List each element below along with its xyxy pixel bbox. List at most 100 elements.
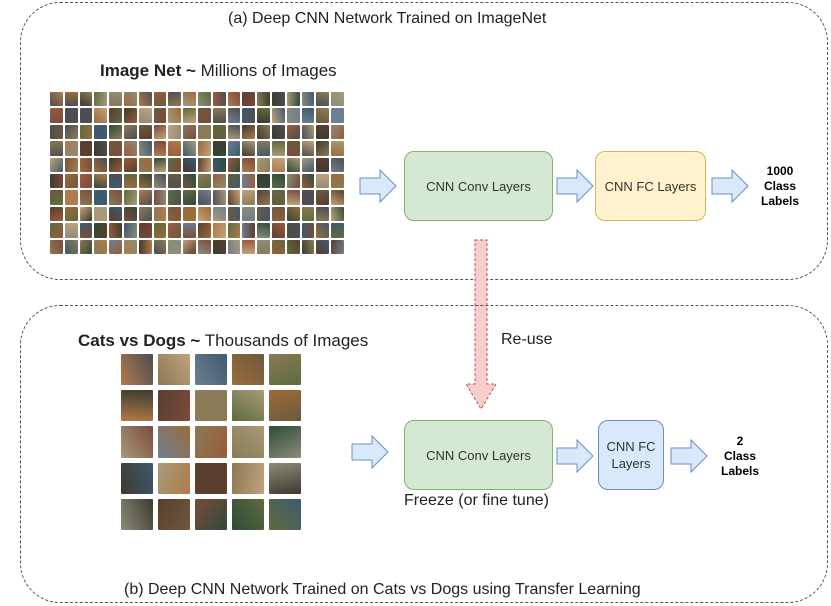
imagenet-thumbnail	[124, 223, 137, 238]
imagenet-thumbnail	[212, 92, 226, 107]
imagenet-thumbnail	[227, 108, 241, 123]
imagenet-thumbnail	[198, 206, 211, 222]
imagenet-thumbnail	[242, 92, 256, 107]
imagenet-thumbnail	[331, 124, 344, 140]
catsdogs-thumbnail	[158, 390, 190, 422]
imagenet-thumbnail	[153, 124, 167, 140]
imagenet-thumbnail	[50, 124, 63, 140]
imagenet-thumbnail	[168, 190, 182, 205]
imagenet-thumbnail	[153, 239, 167, 254]
imagenet-thumbnail	[109, 206, 122, 222]
imagenet-thumbnail	[64, 108, 78, 123]
imagenet-thumbnail	[198, 141, 211, 156]
output-labels-b: 2 Class Labels	[712, 434, 768, 479]
imagenet-thumbnail	[301, 239, 315, 254]
imagenet-thumbnail	[109, 157, 122, 172]
catsdogs-thumbnail	[158, 498, 190, 530]
imagenet-thumbnail	[109, 92, 122, 107]
imagenet-thumbnail	[109, 223, 122, 238]
imagenet-thumbnail	[183, 157, 196, 172]
imagenet-thumbnail	[138, 157, 152, 172]
imagenet-thumbnail	[138, 108, 152, 123]
imagenet-thumbnail	[316, 223, 330, 238]
imagenet-thumbnail	[79, 108, 93, 123]
imagenet-thumbnail	[138, 173, 152, 189]
imagenet-thumbnail	[212, 239, 226, 254]
imagenet-thumbnail	[124, 124, 137, 140]
imagenet-thumbnail	[316, 141, 330, 156]
imagenet-thumbnail	[183, 141, 196, 156]
imagenet-thumbnail	[124, 157, 137, 172]
imagenet-thumbnail	[316, 108, 330, 123]
imagenet-thumbnail	[64, 239, 78, 254]
imagenet-thumbnail	[94, 206, 108, 222]
panel-b-caption: (b) Deep CNN Network Trained on Cats vs …	[124, 581, 641, 598]
imagenet-thumbnail	[227, 223, 241, 238]
catsdogs-thumbnail	[195, 390, 227, 422]
imagenet-thumbnail	[79, 239, 93, 254]
imagenet-thumbnail	[153, 141, 167, 156]
imagenet-thumbnail	[242, 239, 256, 254]
output-count-b: 2	[736, 434, 744, 448]
imagenet-thumbnail	[286, 206, 300, 222]
imagenet-thumbnail	[272, 173, 285, 189]
imagenet-thumbnail	[79, 92, 93, 107]
imagenet-thumbnail	[64, 157, 78, 172]
catsdogs-thumbnail	[269, 498, 301, 530]
imagenet-thumbnail	[286, 92, 300, 107]
output-class-word-a: Class	[763, 179, 797, 193]
imagenet-thumbnail	[109, 173, 122, 189]
imagenet-thumbnail	[64, 190, 78, 205]
imagenet-thumbnail	[138, 141, 152, 156]
imagenet-thumbnail	[138, 124, 152, 140]
output-labels-a: 1000 Class Labels	[752, 164, 808, 209]
catsdogs-thumbnail	[121, 354, 153, 386]
imagenet-thumbnail	[198, 92, 211, 107]
imagenet-thumbnail	[257, 92, 270, 107]
catsdogs-thumbnail	[232, 390, 264, 422]
imagenet-thumbnail	[212, 141, 226, 156]
catsdogs-dataset-size: Thousands of Images	[200, 331, 369, 350]
catsdogs-thumbnail	[232, 354, 264, 386]
imagenet-thumbnail	[301, 190, 315, 205]
catsdogs-thumbnail	[269, 390, 301, 422]
imagenet-thumbnail	[242, 190, 256, 205]
imagenet-thumbnail	[183, 108, 196, 123]
imagenet-thumbnail	[272, 223, 285, 238]
fc-to-output-arrow-a	[711, 168, 749, 204]
imagenet-thumbnail	[331, 92, 344, 107]
imagenet-thumbnail	[212, 206, 226, 222]
imagenet-thumbnail	[79, 190, 93, 205]
imagenet-thumbnail	[79, 223, 93, 238]
imagenet-thumbnail	[183, 223, 196, 238]
imagenet-image-grid	[50, 92, 344, 254]
imagenet-dataset-name: Image Net ~	[100, 61, 196, 80]
catsdogs-thumbnail	[195, 498, 227, 530]
imagenet-thumbnail	[301, 141, 315, 156]
imagenet-thumbnail	[286, 223, 300, 238]
imagenet-thumbnail	[109, 108, 122, 123]
imagenet-thumbnail	[168, 157, 182, 172]
imagenet-thumbnail	[316, 173, 330, 189]
imagenet-thumbnail	[212, 124, 226, 140]
imagenet-thumbnail	[94, 124, 108, 140]
imagenet-thumbnail	[331, 206, 344, 222]
catsdogs-thumbnail	[232, 462, 264, 494]
imagenet-thumbnail	[227, 173, 241, 189]
fc-layers-box-a: CNN FC Layers	[595, 151, 706, 221]
imagenet-thumbnail	[331, 108, 344, 123]
imagenet-thumbnail	[183, 173, 196, 189]
catsdogs-thumbnail	[158, 426, 190, 458]
imagenet-thumbnail	[94, 92, 108, 107]
imagenet-thumbnail	[124, 239, 137, 254]
imagenet-thumbnail	[94, 190, 108, 205]
imagenet-thumbnail	[257, 157, 270, 172]
imagenet-thumbnail	[227, 157, 241, 172]
catsdogs-thumbnail	[158, 462, 190, 494]
imagenet-thumbnail	[257, 190, 270, 205]
imagenet-thumbnail	[79, 206, 93, 222]
imagenet-thumbnail	[257, 141, 270, 156]
imagenet-thumbnail	[316, 190, 330, 205]
conv-layers-box-b: CNN Conv Layers	[404, 420, 553, 490]
imagenet-thumbnail	[286, 157, 300, 172]
